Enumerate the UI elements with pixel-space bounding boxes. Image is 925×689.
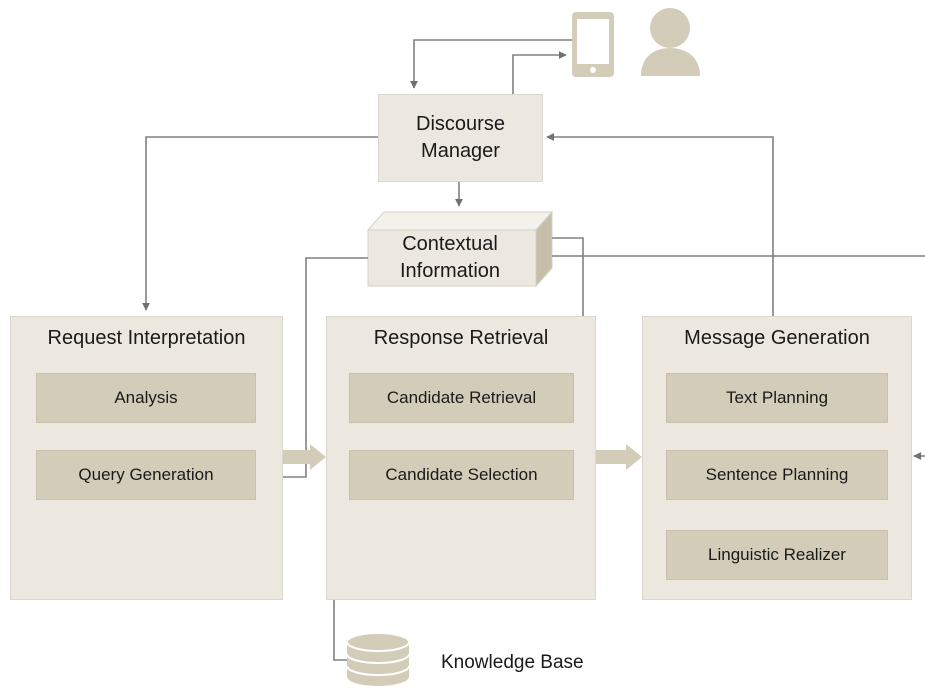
candidate-retrieval-box: Candidate Retrieval [349,373,574,423]
contextual-information-label: Contextual Information [368,230,532,286]
panel-title: Message Generation [684,327,870,349]
message-to-dm-arrow [546,133,774,316]
database-icon [346,632,410,688]
smartphone-icon [572,12,614,77]
text-planning-box: Text Planning [666,373,888,423]
knowledge-base-label: Knowledge Base [441,652,584,673]
retrieval-to-message-arrow [596,444,642,470]
contextual-information-box [366,210,554,288]
discourse-manager-box: Discourse Manager [378,94,543,182]
panel-title: Request Interpretation [47,327,246,349]
sentence-planning-box: Sentence Planning [666,450,888,500]
query-generation-box: Query Generation [36,450,256,500]
panel-title: Response Retrieval [373,327,549,349]
discourse-manager-line1: Discourse [416,113,505,135]
candidate-selection-box: Candidate Selection [349,450,574,500]
message-generation-panel: Message Generation Text Planning Sentenc… [642,316,912,600]
response-retrieval-panel: Response Retrieval Candidate Retrieval C… [326,316,596,600]
contextual-information-line2: Information [399,260,501,282]
contextual-information-line1: Contextual [402,233,498,255]
discourse-manager-line2: Manager [421,140,500,162]
linguistic-realizer-box: Linguistic Realizer [666,530,888,580]
user-icon [641,8,700,76]
request-interpretation-panel: Request Interpretation Analysis Query Ge… [10,316,283,600]
phone-to-dm-arrow [410,39,572,89]
dm-to-phone-arrow [512,51,567,94]
request-to-retrieval-arrow [278,444,326,470]
dm-to-request-arrow [142,136,378,311]
analysis-box: Analysis [36,373,256,423]
